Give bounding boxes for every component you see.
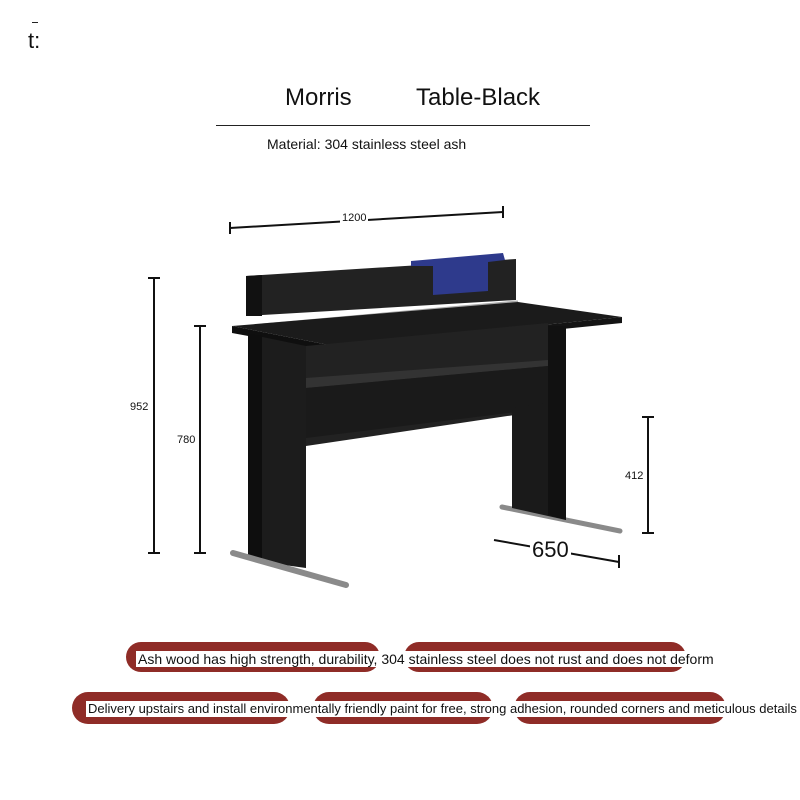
feature-text-1: Ash wood has high strength, durability, … [136, 651, 716, 667]
desktop [232, 302, 622, 346]
feature-text-2: Delivery upstairs and install environmen… [86, 701, 799, 717]
desk-height-dimension-line [194, 325, 206, 554]
rear-steel-foot [499, 504, 623, 534]
corner-mark: t: [28, 28, 41, 53]
width-label: 1200 [340, 212, 369, 224]
total-height-label: 952 [128, 401, 151, 413]
desk-height-label: 780 [175, 434, 198, 446]
middle-shelf [306, 360, 548, 388]
front-steel-foot [230, 550, 349, 588]
shelf-height-dimension-line [642, 416, 654, 534]
material-line: Material: 304 stainless steel ash [267, 136, 467, 152]
product-title-left: Morris [285, 84, 352, 111]
left-leg [248, 334, 306, 568]
total-height-dimension-line [148, 277, 160, 554]
shelf-height-label: 412 [623, 470, 646, 482]
depth-label: 650 [530, 537, 571, 563]
product-title-right: Table-Black [416, 84, 541, 111]
title-divider [216, 125, 590, 126]
accent-box [411, 253, 505, 295]
corner-dash [32, 22, 38, 23]
